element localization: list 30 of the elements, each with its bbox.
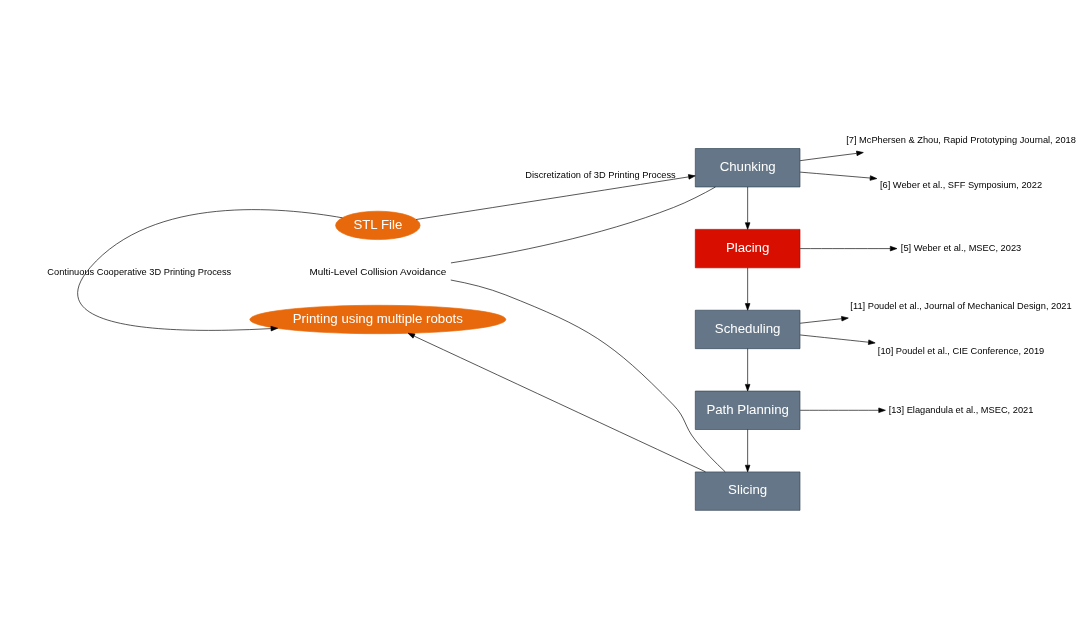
node-box: Slicing: [694, 471, 801, 511]
arrow: [799, 407, 886, 413]
node-box: Placing: [694, 228, 801, 268]
edge-label: Continuous Cooperative 3D Printing Process: [47, 266, 232, 277]
connector: [450, 279, 726, 472]
arrow: [745, 347, 751, 391]
edge-label: Discretization of 3D Printing Process: [525, 169, 676, 180]
arrow: [415, 173, 696, 220]
node-text: [10] Poudel et al., CIE Conference, 2019: [877, 345, 1045, 356]
arrow: [407, 332, 706, 472]
node-box: Chunking: [694, 147, 801, 187]
arrow: [745, 267, 751, 310]
node-text: [13] Elagandula et al., MSEC, 2021: [888, 404, 1034, 415]
node-text: [7] McPhersen & Zhou, Rapid Prototyping Journal, 2018: [846, 134, 1076, 145]
node-text: [5] Weber et al., MSEC, 2023: [900, 242, 1022, 253]
arrow: [745, 186, 751, 230]
node-box: Scheduling: [694, 309, 801, 349]
node-ellipse: STL File: [335, 210, 421, 240]
arrow: [799, 315, 849, 324]
arrow: [799, 150, 864, 161]
node-text: [6] Weber et al., SFF Symposium, 2022: [880, 179, 1043, 190]
arrow: [799, 334, 876, 345]
node-text: Multi-Level Collision Avoidance: [309, 265, 447, 277]
node-text: [11] Poudel et al., Journal of Mechanical Design, 2021: [850, 300, 1072, 311]
arrow: [77, 208, 343, 331]
arrow: [799, 245, 898, 251]
node-box: Path Planning: [694, 390, 801, 430]
connector: [450, 186, 716, 263]
arrow: [745, 428, 751, 472]
arrow: [799, 171, 878, 181]
